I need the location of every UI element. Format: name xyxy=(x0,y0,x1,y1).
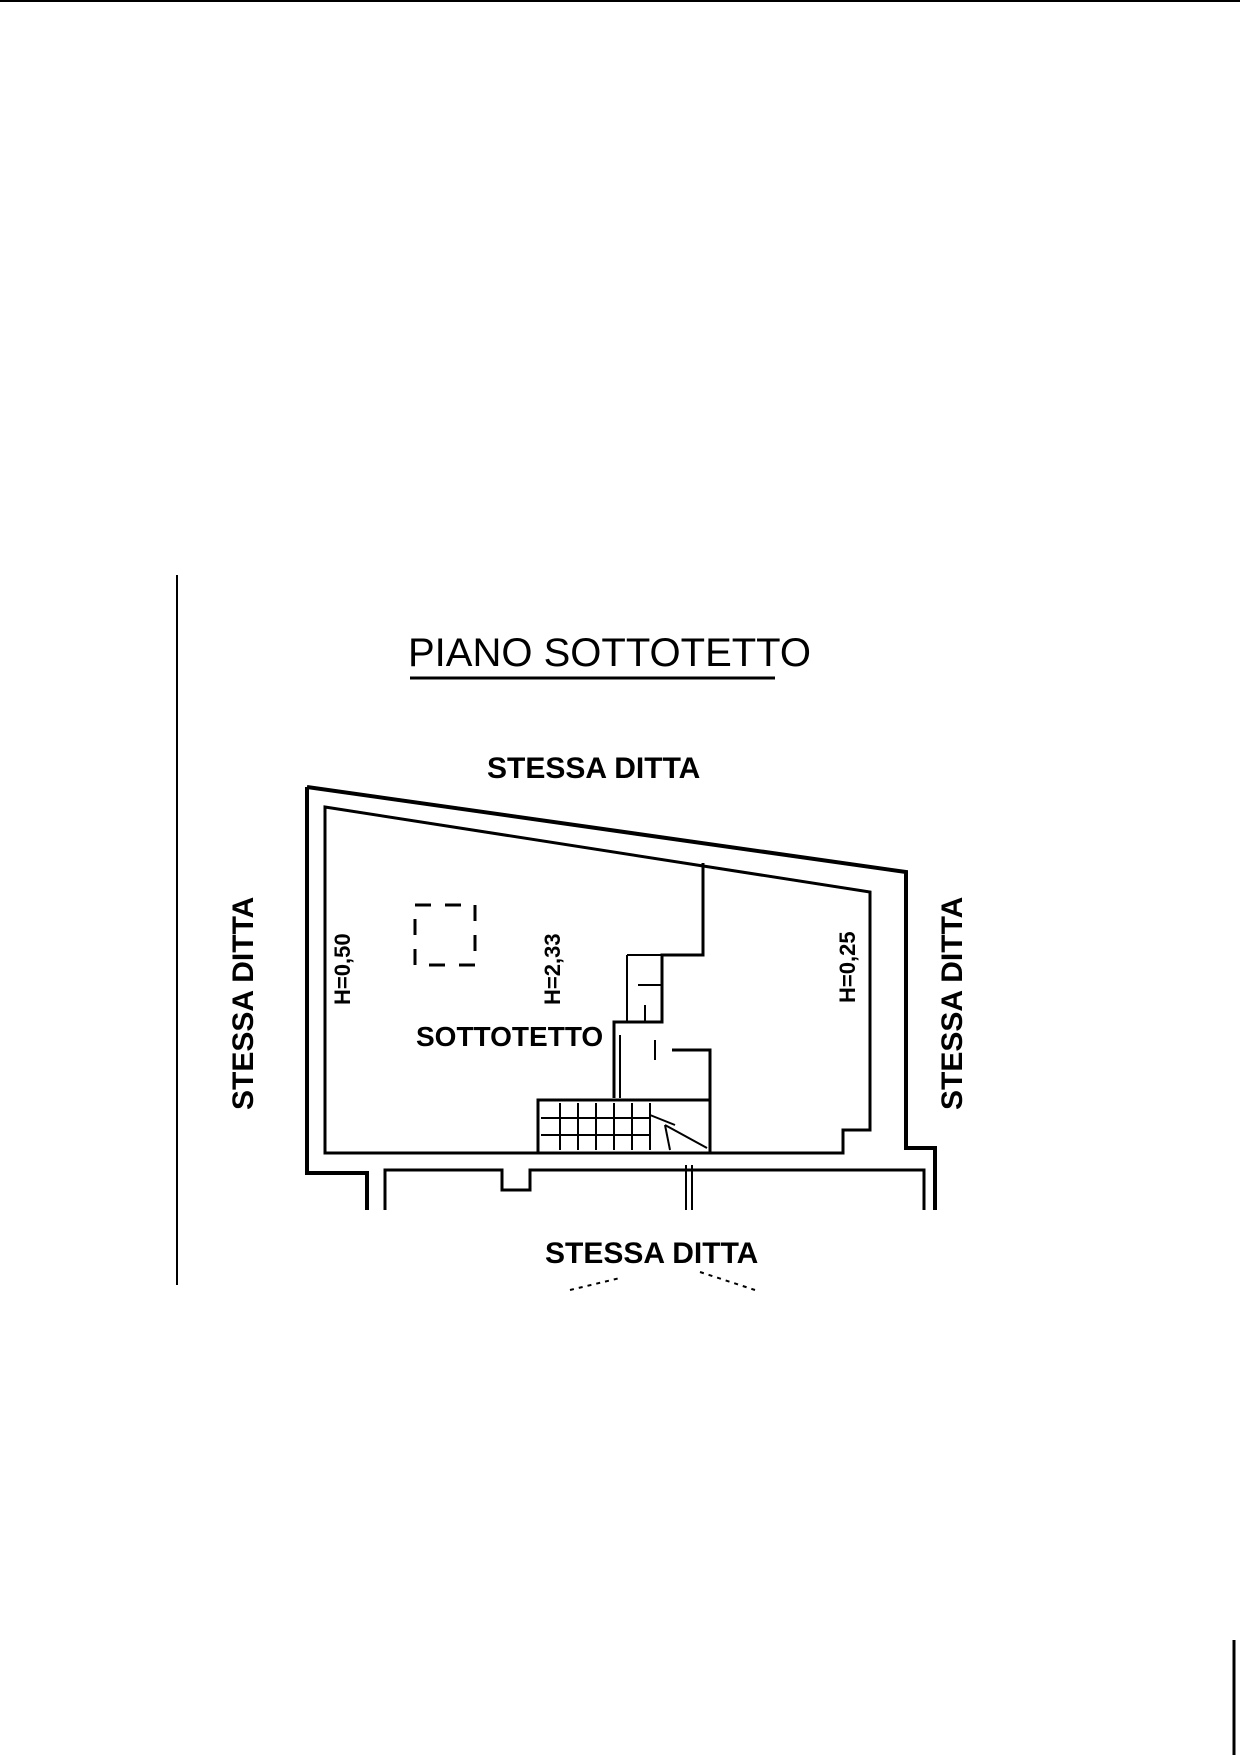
room-label: SOTTOTETTO xyxy=(416,1021,603,1052)
height-label-center: H=2,33 xyxy=(540,933,565,1005)
page-title: PIANO SOTTOTETTO xyxy=(408,631,811,675)
bottom-dash-left xyxy=(569,1277,621,1291)
neighbor-label-left: STESSA DITTA xyxy=(227,897,260,1110)
outer-wall-bottom xyxy=(383,1168,926,1210)
partition-step-2 xyxy=(619,1005,656,1098)
neighbor-label-top: STESSA DITTA xyxy=(487,752,700,785)
partition-step xyxy=(626,954,662,1022)
height-label-right: H=0,25 xyxy=(835,931,860,1003)
outer-wall-left xyxy=(305,787,369,1210)
neighbor-label-right: STESSA DITTA xyxy=(936,897,969,1110)
skylight-opening xyxy=(413,903,477,967)
staircase xyxy=(536,1098,712,1155)
neighbor-label-bottom: STESSA DITTA xyxy=(545,1237,758,1270)
partition-wall xyxy=(612,863,705,1098)
bottom-dash-right xyxy=(699,1271,756,1291)
inner-wall xyxy=(323,805,872,1155)
outer-wall xyxy=(306,785,937,1210)
height-label-left: H=0,50 xyxy=(330,933,355,1005)
